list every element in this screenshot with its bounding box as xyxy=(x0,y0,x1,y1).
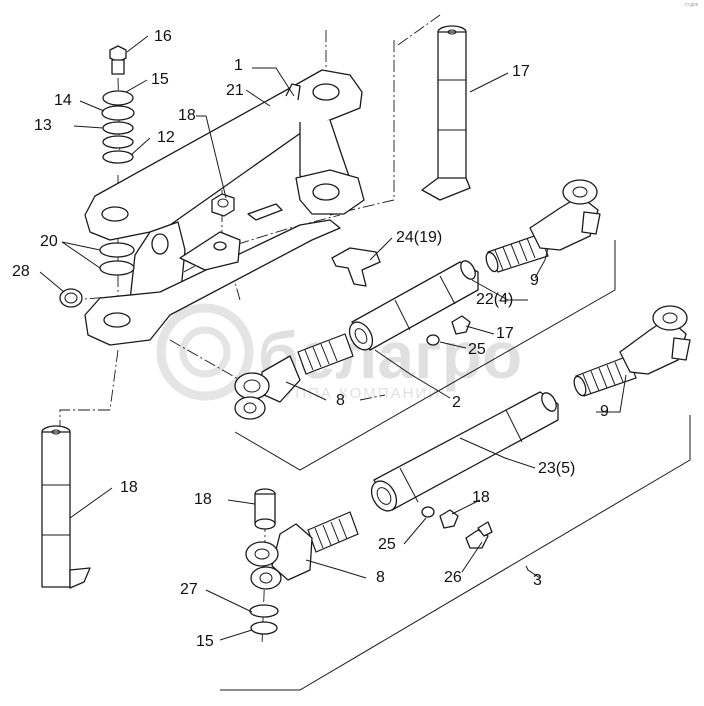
clip-part xyxy=(247,203,283,221)
callout-22: 22(4) xyxy=(476,291,514,308)
callout-15-upper: 17 xyxy=(512,63,530,80)
callout-25-lower: 25 xyxy=(378,536,396,553)
washer-25-upper xyxy=(426,334,440,346)
callout-26: 26 xyxy=(444,569,462,586)
thread-9-lower xyxy=(573,355,637,397)
callout-1: 1 xyxy=(234,57,243,74)
grease-fitting-18-top xyxy=(109,45,127,75)
clevis-8-lower xyxy=(245,523,313,590)
callout-14: 15 xyxy=(151,71,169,88)
callout-8-lower: 8 xyxy=(376,569,385,586)
callout-25-upper: 25 xyxy=(468,341,486,358)
pin-16 xyxy=(254,488,276,530)
watermark-tagline: ГРУППА КОМПАНИЙ xyxy=(262,384,441,402)
callout-16: 18 xyxy=(194,491,212,508)
callout-18-mid: 17 xyxy=(496,325,514,342)
callout-27: 27 xyxy=(180,581,198,598)
clip-24 xyxy=(331,247,381,287)
clevis-9-lower xyxy=(619,305,691,375)
thread-8-upper xyxy=(297,333,354,375)
callout-24: 24(19) xyxy=(396,229,443,246)
callout-18-lower: 18 xyxy=(472,489,490,506)
tube-22 xyxy=(348,260,479,351)
grease-fitting-18-lower xyxy=(439,509,459,529)
callout-3: 3 xyxy=(533,572,542,589)
callout-8-upper: 8 xyxy=(336,392,345,409)
nut-17 xyxy=(211,193,235,217)
callout-2: 2 xyxy=(452,394,461,411)
leader-lines xyxy=(39,35,627,641)
thread-9-upper xyxy=(485,233,549,273)
cap-26 xyxy=(465,521,493,549)
callout-10: 12 xyxy=(157,129,175,146)
callout-20: 20 xyxy=(40,233,58,250)
rings-27-13 xyxy=(249,604,279,635)
pin-15-lower xyxy=(41,425,91,589)
callout-18-top: 16 xyxy=(154,28,172,45)
callout-15-lower: 18 xyxy=(120,479,138,496)
assembly-2-outline xyxy=(234,240,616,471)
tube-23 xyxy=(370,391,559,512)
corner-mark: ст.док xyxy=(684,2,698,8)
callout-9-upper: 9 xyxy=(530,272,539,289)
callout-11: 13 xyxy=(34,117,52,134)
callout-13: 15 xyxy=(196,633,214,650)
rings-20 xyxy=(99,242,135,276)
cap-28 xyxy=(59,288,83,308)
callout-28: 28 xyxy=(12,263,30,280)
ring-stack xyxy=(101,90,135,164)
callout-21: 21 xyxy=(226,82,244,99)
clevis-8-upper xyxy=(234,355,301,420)
washer-25-lower xyxy=(421,506,435,518)
callout-9-lower: 9 xyxy=(600,403,609,420)
bracket-21 xyxy=(84,69,365,346)
callout-17: 18 xyxy=(178,107,196,124)
clevis-9-upper xyxy=(529,179,601,251)
callout-12: 14 xyxy=(54,92,72,109)
callout-23: 23(5) xyxy=(538,460,576,477)
pin-15-upper xyxy=(421,25,471,201)
assembly-3-outline xyxy=(220,415,691,691)
thread-8-lower xyxy=(307,511,359,553)
